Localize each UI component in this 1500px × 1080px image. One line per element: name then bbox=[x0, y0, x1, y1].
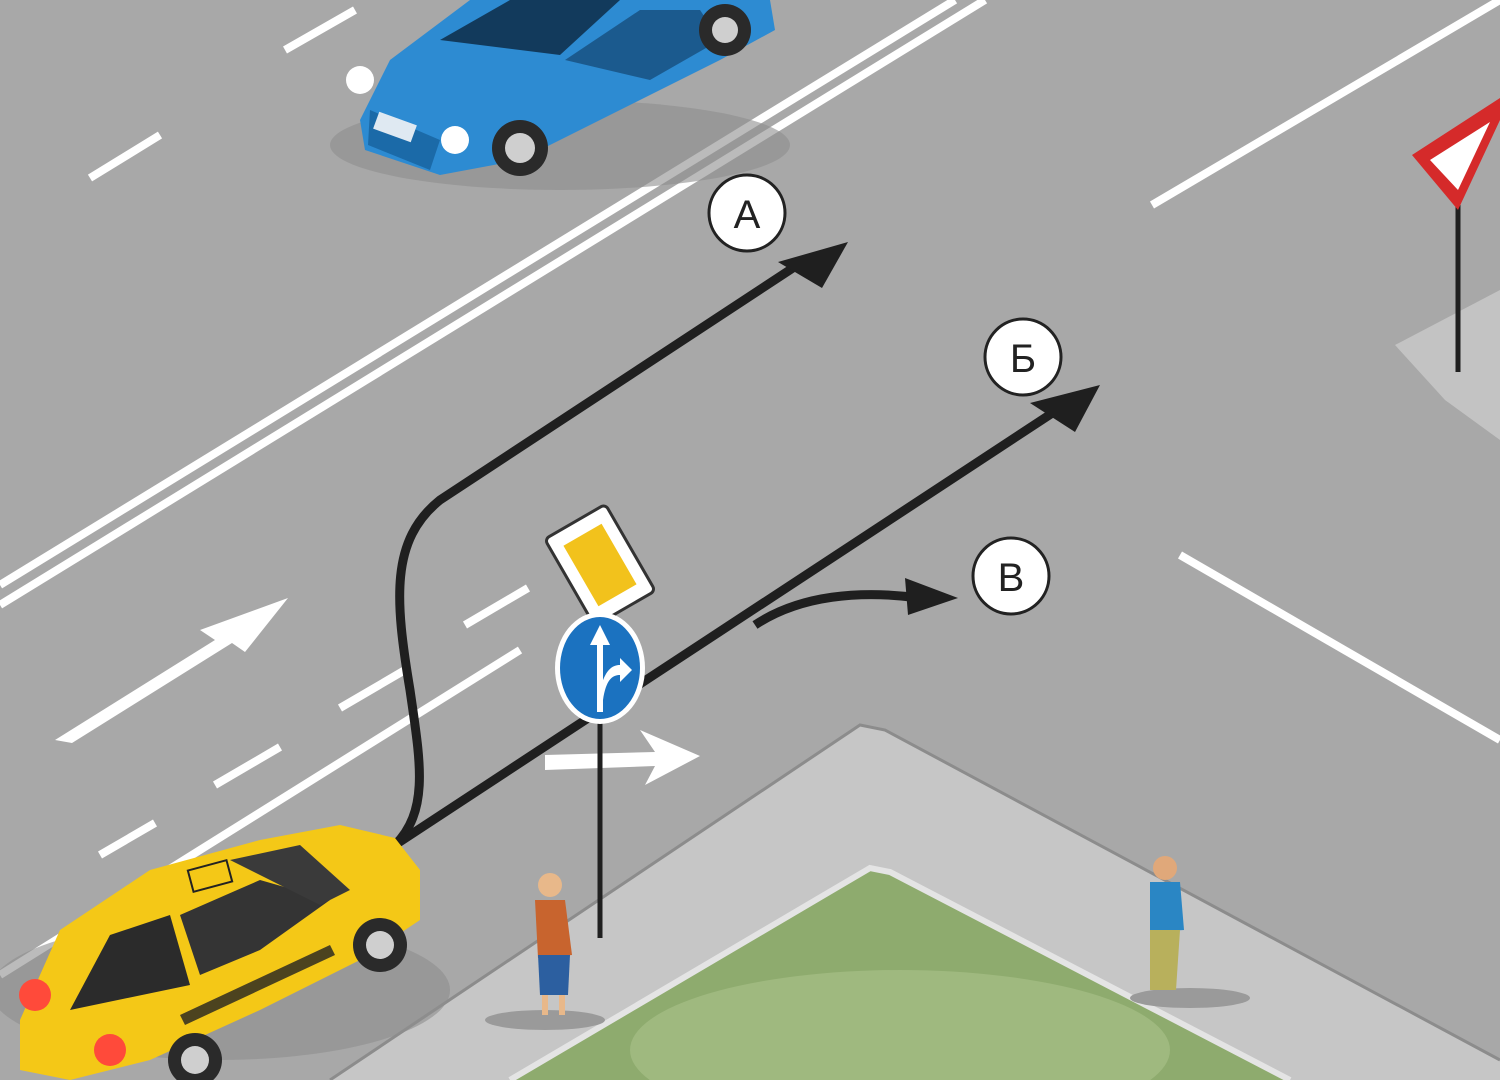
pedestrian-left bbox=[485, 873, 605, 1030]
route-c-arrowhead bbox=[905, 578, 958, 615]
far-dash-1 bbox=[87, 131, 163, 182]
double-line-2 bbox=[0, 0, 988, 609]
double-line-1 bbox=[0, 0, 958, 589]
route-arrows bbox=[391, 242, 1100, 849]
route-label-a: А bbox=[707, 173, 787, 253]
route-label-c-text: В bbox=[998, 556, 1025, 600]
far-dash-2 bbox=[283, 6, 357, 54]
grass-curb bbox=[508, 864, 1292, 1080]
route-b-arrowhead bbox=[1030, 385, 1100, 432]
sign-post bbox=[545, 504, 655, 938]
give-way-sign bbox=[1412, 98, 1500, 372]
main-road-sign bbox=[545, 504, 655, 626]
route-a-arrowhead bbox=[778, 242, 848, 288]
route-label-c: В bbox=[971, 536, 1051, 616]
route-label-b-text: Б bbox=[1010, 337, 1036, 381]
near-lane-dashes bbox=[97, 584, 531, 859]
route-label-b: Б bbox=[983, 317, 1063, 397]
road-arrow-right bbox=[545, 730, 700, 785]
headlight-glow-icon bbox=[441, 126, 469, 154]
lane-direction-sign bbox=[555, 612, 645, 724]
far-right-sidewalk bbox=[1395, 290, 1500, 440]
route-label-a-text: А bbox=[734, 193, 761, 237]
grass-highlight bbox=[630, 970, 1170, 1080]
taxi-roof-sign-icon bbox=[186, 858, 234, 894]
side-road-line-top bbox=[1149, 0, 1500, 209]
taillight-icon bbox=[94, 1034, 126, 1066]
road-arrow-straight bbox=[55, 598, 288, 743]
taillight-icon bbox=[19, 979, 51, 1011]
blue-car bbox=[330, 0, 790, 190]
pedestrian-right bbox=[1130, 856, 1250, 1008]
route-a-arrow bbox=[391, 256, 808, 849]
straight-arrow-icon bbox=[590, 625, 610, 712]
right-arrow-icon bbox=[600, 658, 632, 700]
stop-line-right bbox=[1177, 551, 1500, 744]
route-c-arrow bbox=[752, 590, 921, 629]
sidewalk-curb bbox=[329, 723, 1500, 1080]
headlight-glow-icon bbox=[346, 66, 374, 94]
route-b-arrow bbox=[392, 404, 1063, 849]
taxi-car bbox=[0, 825, 450, 1080]
